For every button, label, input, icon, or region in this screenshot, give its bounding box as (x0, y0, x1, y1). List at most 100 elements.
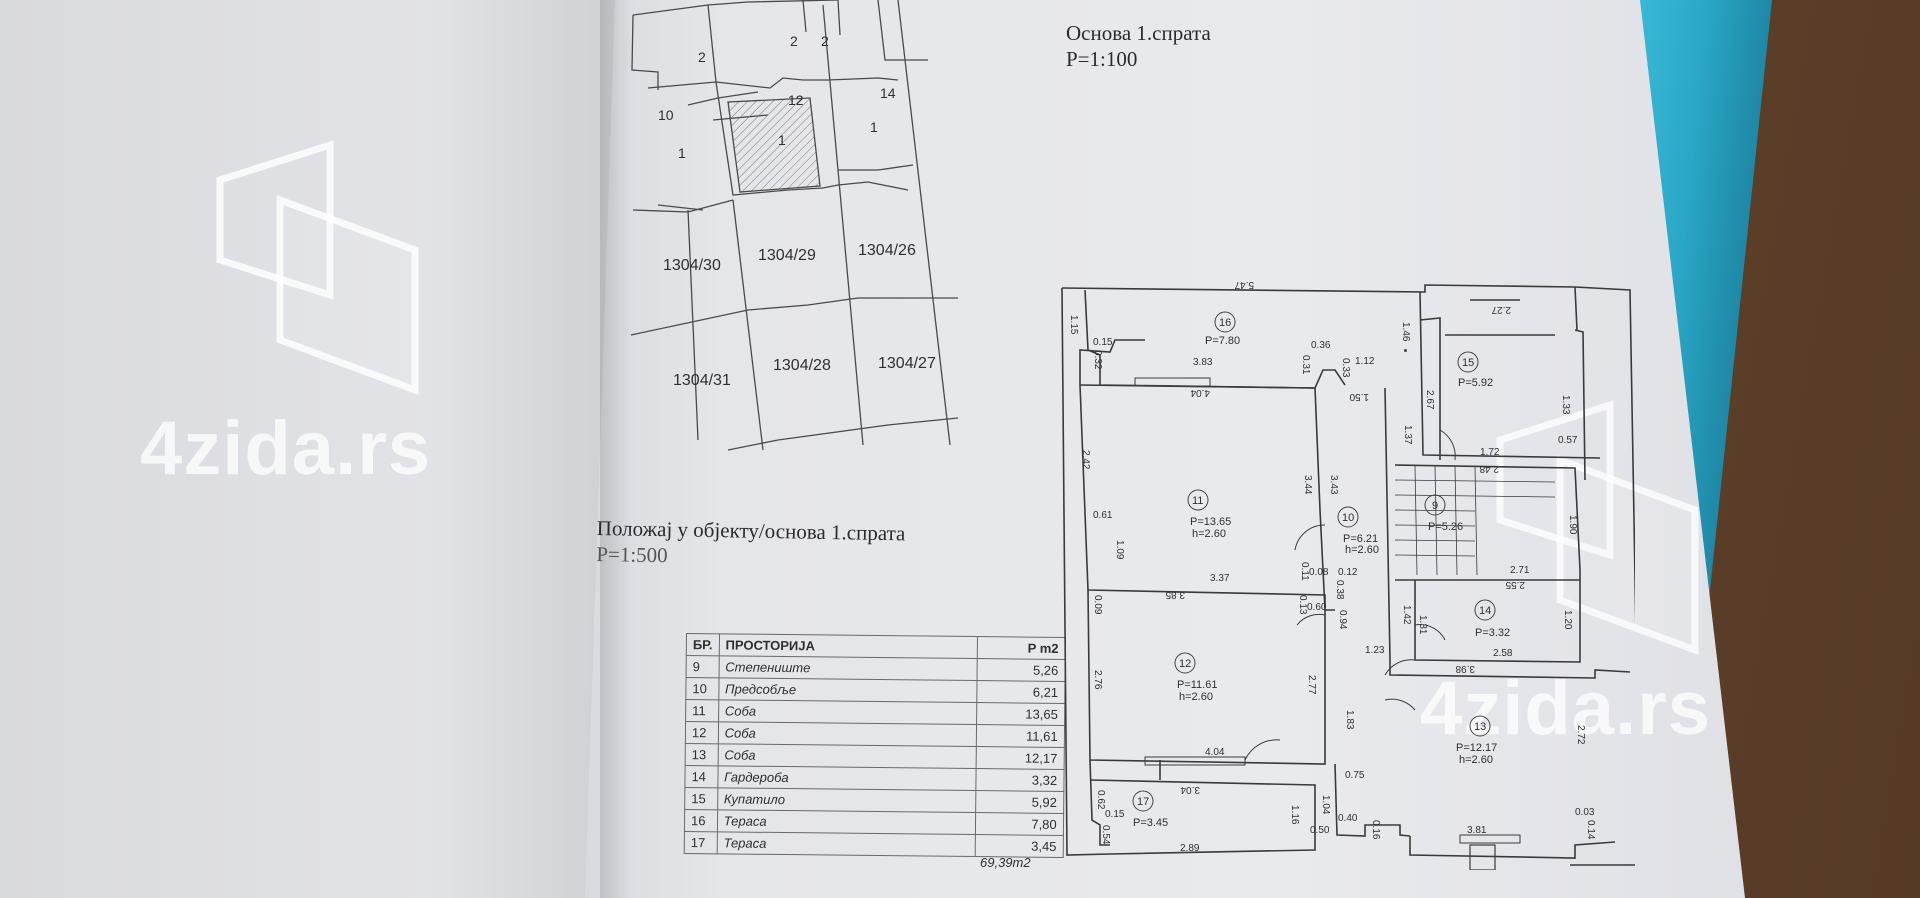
dimension-label: 1.42 (1401, 605, 1412, 625)
parcel-label: 1304/31 (673, 372, 731, 389)
room-name: Соба (718, 721, 977, 747)
room-no: 17 (684, 831, 718, 854)
dimension-label: 0.61 (1093, 510, 1113, 521)
dimension-label: 2.71 (1510, 565, 1530, 576)
parcel-label: 2 (821, 33, 829, 49)
table-total: 69,39m2 (980, 855, 1031, 870)
room-area: 13,65 (976, 702, 1065, 726)
dimension-label: 0.33 (1340, 358, 1351, 378)
dimension-label: 0.14 (1585, 820, 1596, 840)
dimension-label: 0.08 (1309, 567, 1329, 578)
room-no: 10 (685, 677, 719, 700)
room-area-label: P=13.65 (1190, 516, 1231, 528)
watermark-logo-icon (1496, 400, 1699, 656)
room-name: Купатило (717, 787, 976, 813)
room-no: 15 (684, 787, 718, 810)
dimension-label: 1.33 (1560, 395, 1571, 415)
room-area-label: P=7.80 (1205, 335, 1240, 347)
dimension-label: 0.13 (1297, 595, 1308, 615)
dimension-label: 0.36 (1311, 340, 1331, 351)
room-number: 12 (1179, 658, 1191, 670)
dimension-label: 4.04 (1190, 387, 1210, 398)
room-number: 9 (1432, 500, 1438, 512)
room-area-label: P=5.26 (1428, 521, 1463, 533)
dimension-label: 2.48 (1479, 463, 1499, 474)
room-number: 15 (1462, 357, 1474, 369)
room-height-label: h=2.60 (1192, 528, 1226, 540)
parcel-label: 1304/27 (878, 355, 936, 372)
dimension-label: 0.32 (1092, 350, 1103, 370)
dimension-label: 0.38 (1334, 580, 1345, 600)
dimension-label: 1.16 (1289, 805, 1300, 825)
dimension-label: 1.23 (1365, 645, 1385, 656)
dimension-label: 0.09 (1092, 595, 1103, 615)
room-height-label: h=2.60 (1459, 754, 1493, 766)
room-area: 3,32 (975, 768, 1064, 792)
dimension-label: 0.15 (1105, 809, 1125, 820)
dimension-label: 1.37 (1402, 425, 1413, 445)
room-name: Предсобље (718, 677, 977, 703)
dimension-label: 1.46 (1400, 322, 1411, 342)
dimension-label: 3.85 (1165, 589, 1185, 600)
dimension-label: 5.47 (1234, 280, 1254, 290)
parcel-label: 14 (880, 85, 896, 101)
watermark-logo-icon (216, 140, 419, 396)
room-no: 13 (685, 743, 719, 766)
dimension-label: 1.04 (1320, 795, 1331, 815)
room-no: 12 (685, 721, 719, 744)
room-name: Соба (718, 699, 977, 725)
position-heading: Положај у објекту/основа 1.спрата Р=1:50… (596, 515, 906, 572)
dimension-label: 1.20 (1562, 610, 1573, 630)
room-no: 16 (684, 809, 718, 832)
dimension-label: 2.72 (1575, 725, 1586, 745)
parcel-label: 1304/29 (758, 247, 816, 264)
parcel-label: 12 (788, 92, 804, 108)
room-number: 17 (1137, 796, 1149, 808)
dimension-label: 3.43 (1328, 475, 1339, 495)
room-no: 11 (685, 699, 719, 722)
dimension-label: 0.75 (1345, 770, 1365, 781)
parcel-label: 1304/28 (773, 357, 831, 374)
room-area-label: P=12.17 (1456, 742, 1497, 754)
room-area-label: P=3.45 (1133, 817, 1168, 829)
floor-plan: 16 P=7.80 15 P=5.92 11 P=13.65 h=2.60 10… (1061, 280, 1635, 870)
parcel-label: 1304/30 (663, 257, 721, 274)
room-name: Гардероба (717, 765, 976, 791)
watermark-brand: 4zida.rs (1420, 666, 1712, 751)
room-number: 10 (1342, 512, 1354, 524)
dimension-label: 0.40 (1338, 813, 1358, 824)
room-name: Тераса (717, 809, 976, 835)
room-name: Соба (717, 743, 977, 769)
dimension-label: 0.15 (1093, 337, 1113, 348)
room-area-label: P=11.61 (1177, 679, 1217, 691)
dimension-label: 0.62 (1095, 790, 1106, 810)
dimension-label: 4.04 (1205, 747, 1225, 758)
dimension-label: 1.15 (1068, 315, 1079, 335)
room-name: Тераса (716, 831, 976, 857)
dimension-label: 1.09 (1114, 540, 1125, 560)
room-number: 13 (1474, 721, 1486, 733)
room-area: 5,92 (975, 790, 1064, 814)
room-number: 16 (1219, 317, 1231, 329)
room-area: 11,61 (976, 724, 1065, 748)
header-no: БР. (686, 633, 720, 656)
header-area: P m2 (976, 636, 1066, 660)
parcel-label: 1 (678, 145, 686, 161)
dimension-label: 0.60 (1307, 602, 1327, 613)
parcel-label: 1 (870, 119, 878, 135)
room-height-label: h=2.60 (1345, 544, 1379, 556)
room-area: 6,21 (976, 680, 1065, 704)
dimension-label: 3.44 (1302, 475, 1313, 495)
watermark-brand: 4zida.rs (140, 406, 432, 491)
dimension-label: 0.57 (1558, 435, 1578, 446)
parcel-label: 10 (658, 107, 674, 123)
room-area: 7,80 (975, 812, 1064, 836)
dimension-label: 2.76 (1092, 670, 1103, 690)
dimension-label: 1.50 (1349, 391, 1369, 402)
room-no: 9 (686, 655, 719, 678)
book-gutter (600, 0, 640, 898)
room-no: 14 (684, 765, 718, 788)
dimension-label: 3.98 (1455, 663, 1475, 674)
header-room: ПРОСТОРИЈА (718, 633, 978, 659)
